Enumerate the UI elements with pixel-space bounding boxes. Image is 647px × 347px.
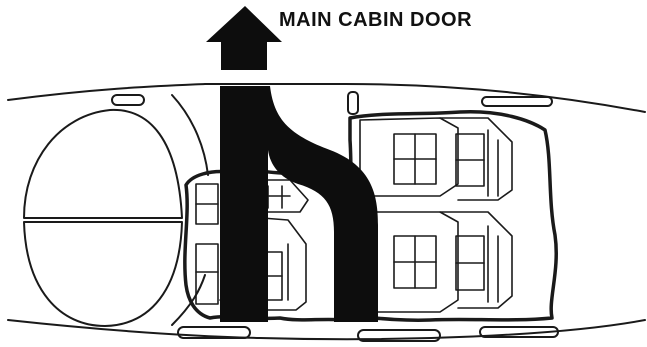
seat-row-right-upper [360,118,512,200]
arrow-shaft [220,86,378,322]
exit-route-arrow [206,6,378,322]
cockpit-window [24,110,182,326]
seat-row-right-lower [360,212,512,312]
arrow-head [206,6,282,70]
main-cabin-door-label: MAIN CABIN DOOR [279,9,472,32]
fuselage-outline [8,84,645,339]
